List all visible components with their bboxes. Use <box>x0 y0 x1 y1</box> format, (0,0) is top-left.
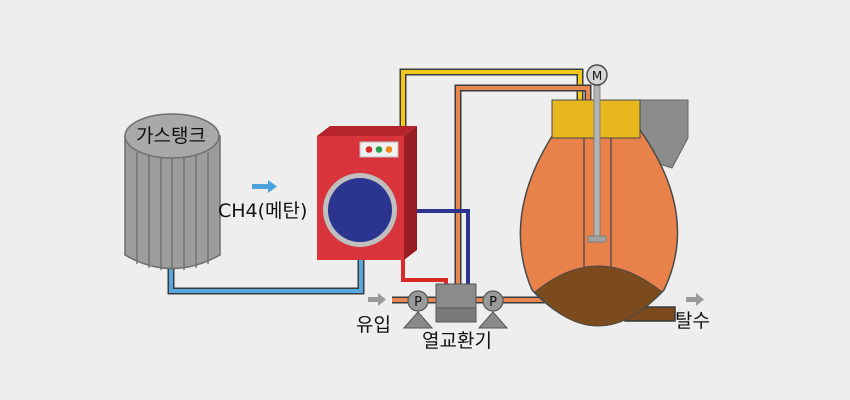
inflow-label: 유입 <box>356 314 391 336</box>
svg-text:P: P <box>414 295 422 310</box>
indicator-green-icon <box>375 146 383 153</box>
indicator-red-icon <box>365 146 373 153</box>
indicator-orange-icon <box>385 146 393 153</box>
return-pipe <box>412 209 470 290</box>
gas-tank-label: 가스탱크 <box>136 125 206 147</box>
pump-left-icon: P <box>402 290 434 329</box>
pump-right-icon: P <box>477 290 509 329</box>
methane-arrow-icon <box>252 180 277 193</box>
digester <box>519 83 689 327</box>
svg-text:M: M <box>592 69 602 83</box>
generator <box>317 126 417 260</box>
heat-exchanger-label: 열교환기 <box>422 330 492 352</box>
inflow-arrow-icon <box>368 293 386 306</box>
methane-label: CH4(메탄) <box>218 200 308 222</box>
outflow-arrow-icon <box>686 293 704 306</box>
dewatering-label: 탈수 <box>675 310 710 332</box>
gas-tank <box>124 113 221 270</box>
heat-exchanger <box>435 283 477 323</box>
svg-text:P: P <box>489 295 497 310</box>
motor-icon: M <box>586 64 608 86</box>
impeller-icon <box>587 235 607 243</box>
